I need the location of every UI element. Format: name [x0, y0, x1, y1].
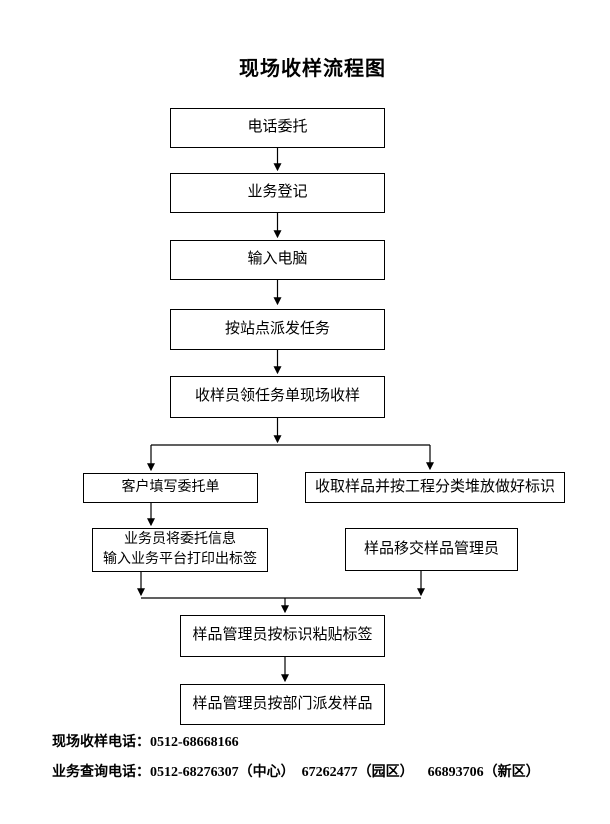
page-title: 现场收样流程图 — [239, 58, 386, 80]
flow-node-manager-distributes: 样品管理员按部门派发样品 — [180, 684, 385, 725]
flow-node-customer-fills-form: 客户填写委托单 — [83, 473, 258, 503]
flow-node-manager-sticks-labels: 样品管理员按标识粘贴标签 — [180, 615, 385, 657]
flow-node-computer-entry: 输入电脑 — [170, 240, 385, 280]
onsite-phone-line: 现场收样电话：0512-68668166 — [52, 735, 239, 750]
inquiry-phone-line: 业务查询电话：0512-68276307（中心） 67262477（园区） 66… — [52, 765, 540, 780]
flow-node-collect-and-classify: 收取样品并按工程分类堆放做好标识 — [305, 472, 565, 503]
flow-node-transfer-to-manager: 样品移交样品管理员 — [345, 528, 518, 571]
flow-node-business-registration: 业务登记 — [170, 173, 385, 213]
flow-node-phone-commission: 电话委托 — [170, 108, 385, 148]
flow-node-dispatch-by-station: 按站点派发任务 — [170, 309, 385, 350]
flow-node-clerk-inputs-prints: 业务员将委托信息 输入业务平台打印出标签 — [92, 528, 268, 572]
flow-node-collector-receives-task: 收样员领任务单现场收样 — [170, 376, 385, 418]
